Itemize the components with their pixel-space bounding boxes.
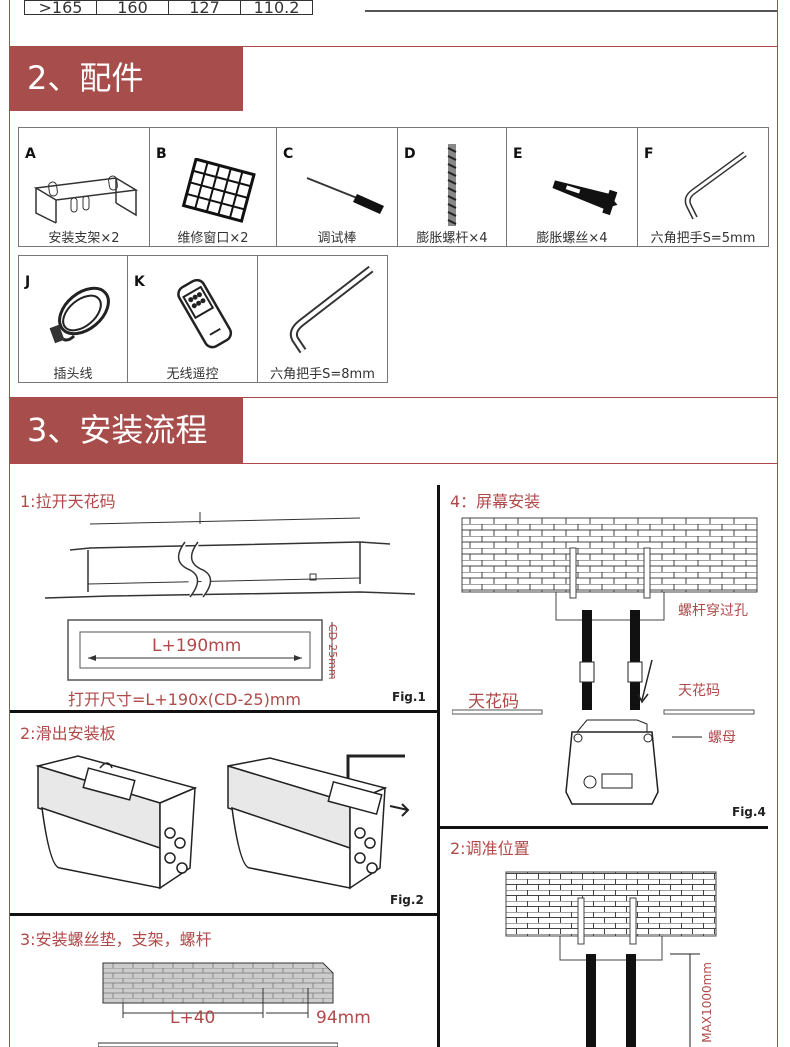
table-cell: 127 (168, 0, 241, 15)
divider (9, 463, 778, 464)
table-cell: >165 (24, 0, 97, 15)
bracket-icon (33, 175, 139, 224)
part-d: D 膨胀螺杆×4 (397, 127, 507, 247)
panel-divider (440, 826, 768, 829)
step1-title: 1:拉开天花码 (20, 492, 116, 511)
step5-title: 2:调准位置 (450, 839, 530, 858)
part-caption: 六角把手S=5mm (650, 231, 756, 246)
fig-label: Fig.4 (732, 805, 766, 819)
part-caption: 调试棒 (317, 231, 357, 246)
part-a: A 安装支架×2 (18, 127, 150, 247)
part-letter: E (513, 146, 523, 162)
power-cord-icon (49, 286, 110, 344)
part-caption: 膨胀螺丝×4 (536, 231, 608, 246)
part-b: B 维修窗口×2 (149, 127, 277, 247)
part-hex-8: 六角把手S=8mm (257, 255, 388, 383)
divider (9, 397, 778, 398)
part-caption: 六角把手S=8mm (270, 367, 375, 382)
debug-stick-icon (306, 177, 384, 214)
cd-label: CD-25mm (326, 624, 339, 680)
part-letter: C (283, 146, 294, 162)
spec-table-fragment: >165 160 127 110.2 (24, 0, 313, 15)
part-f: F 六角把手S=5mm (637, 127, 769, 247)
section-title-install: 3、安装流程 (9, 398, 243, 463)
cutout-drawing (67, 619, 333, 681)
hex-key-large-icon (289, 265, 374, 354)
section-title-accessories: 2、配件 (9, 46, 243, 111)
part-c: C 调试棒 (276, 127, 398, 247)
part-caption: 维修窗口×2 (177, 231, 249, 246)
part-letter: F (644, 146, 654, 162)
expansion-rod-icon (447, 144, 457, 226)
dimension-label: L+40 (170, 1008, 216, 1028)
page-frame (9, 0, 778, 1047)
panel-divider (10, 913, 437, 916)
part-letter: B (156, 146, 167, 162)
panel-divider-vertical (437, 485, 440, 1047)
fig-label: Fig.1 (392, 690, 426, 704)
ceiling-code-label-left: 天花码 (468, 692, 519, 712)
part-caption: 安装支架×2 (48, 231, 120, 246)
part-caption: 无线遥控 (166, 367, 219, 382)
screen-mount-drawing (452, 517, 758, 805)
open-size-label: 打开尺寸=L+190x(CD-25)mm (68, 690, 302, 709)
drawing-fragment (365, 10, 777, 12)
remote-control-icon (177, 278, 233, 349)
expansion-screw-icon (552, 180, 618, 216)
part-caption: 膨胀螺杆×4 (416, 231, 488, 246)
part-letter: J (25, 274, 31, 290)
dimension-label: 94mm (316, 1008, 371, 1028)
part-caption: 插头线 (53, 367, 93, 382)
nut-label: 螺母 (708, 730, 736, 746)
step3-title: 3:安装螺丝垫，支架，螺杆 (20, 930, 212, 949)
fig-label: Fig.2 (390, 893, 424, 907)
step4-title: 4：屏幕安装 (450, 492, 541, 511)
hex-key-small-icon (684, 151, 747, 220)
part-e: E 膨胀螺丝×4 (506, 127, 638, 247)
adjust-position-drawing (505, 871, 717, 1047)
hole-label: 螺杆穿过孔 (678, 603, 748, 619)
max-length-label: MAX1000mm (700, 962, 714, 1043)
part-j: J 插头线 (18, 255, 128, 383)
grid-window-icon (181, 158, 256, 223)
part-letter: D (404, 146, 416, 162)
part-k: K 无线遥控 (127, 255, 258, 383)
brick-wall-drawing (98, 962, 338, 1047)
table-cell: 110.2 (240, 0, 313, 15)
slide-plate-drawing (35, 754, 410, 890)
dimension-label: L+190mm (152, 636, 242, 656)
step2-title: 2:滑出安装板 (20, 724, 116, 743)
part-letter: K (134, 274, 145, 290)
panel-divider (10, 710, 437, 713)
ceiling-box-drawing (44, 512, 416, 599)
ceiling-code-label-right: 天花码 (678, 683, 720, 699)
table-cell: 160 (96, 0, 169, 15)
divider (9, 46, 778, 47)
part-letter: A (25, 146, 36, 162)
